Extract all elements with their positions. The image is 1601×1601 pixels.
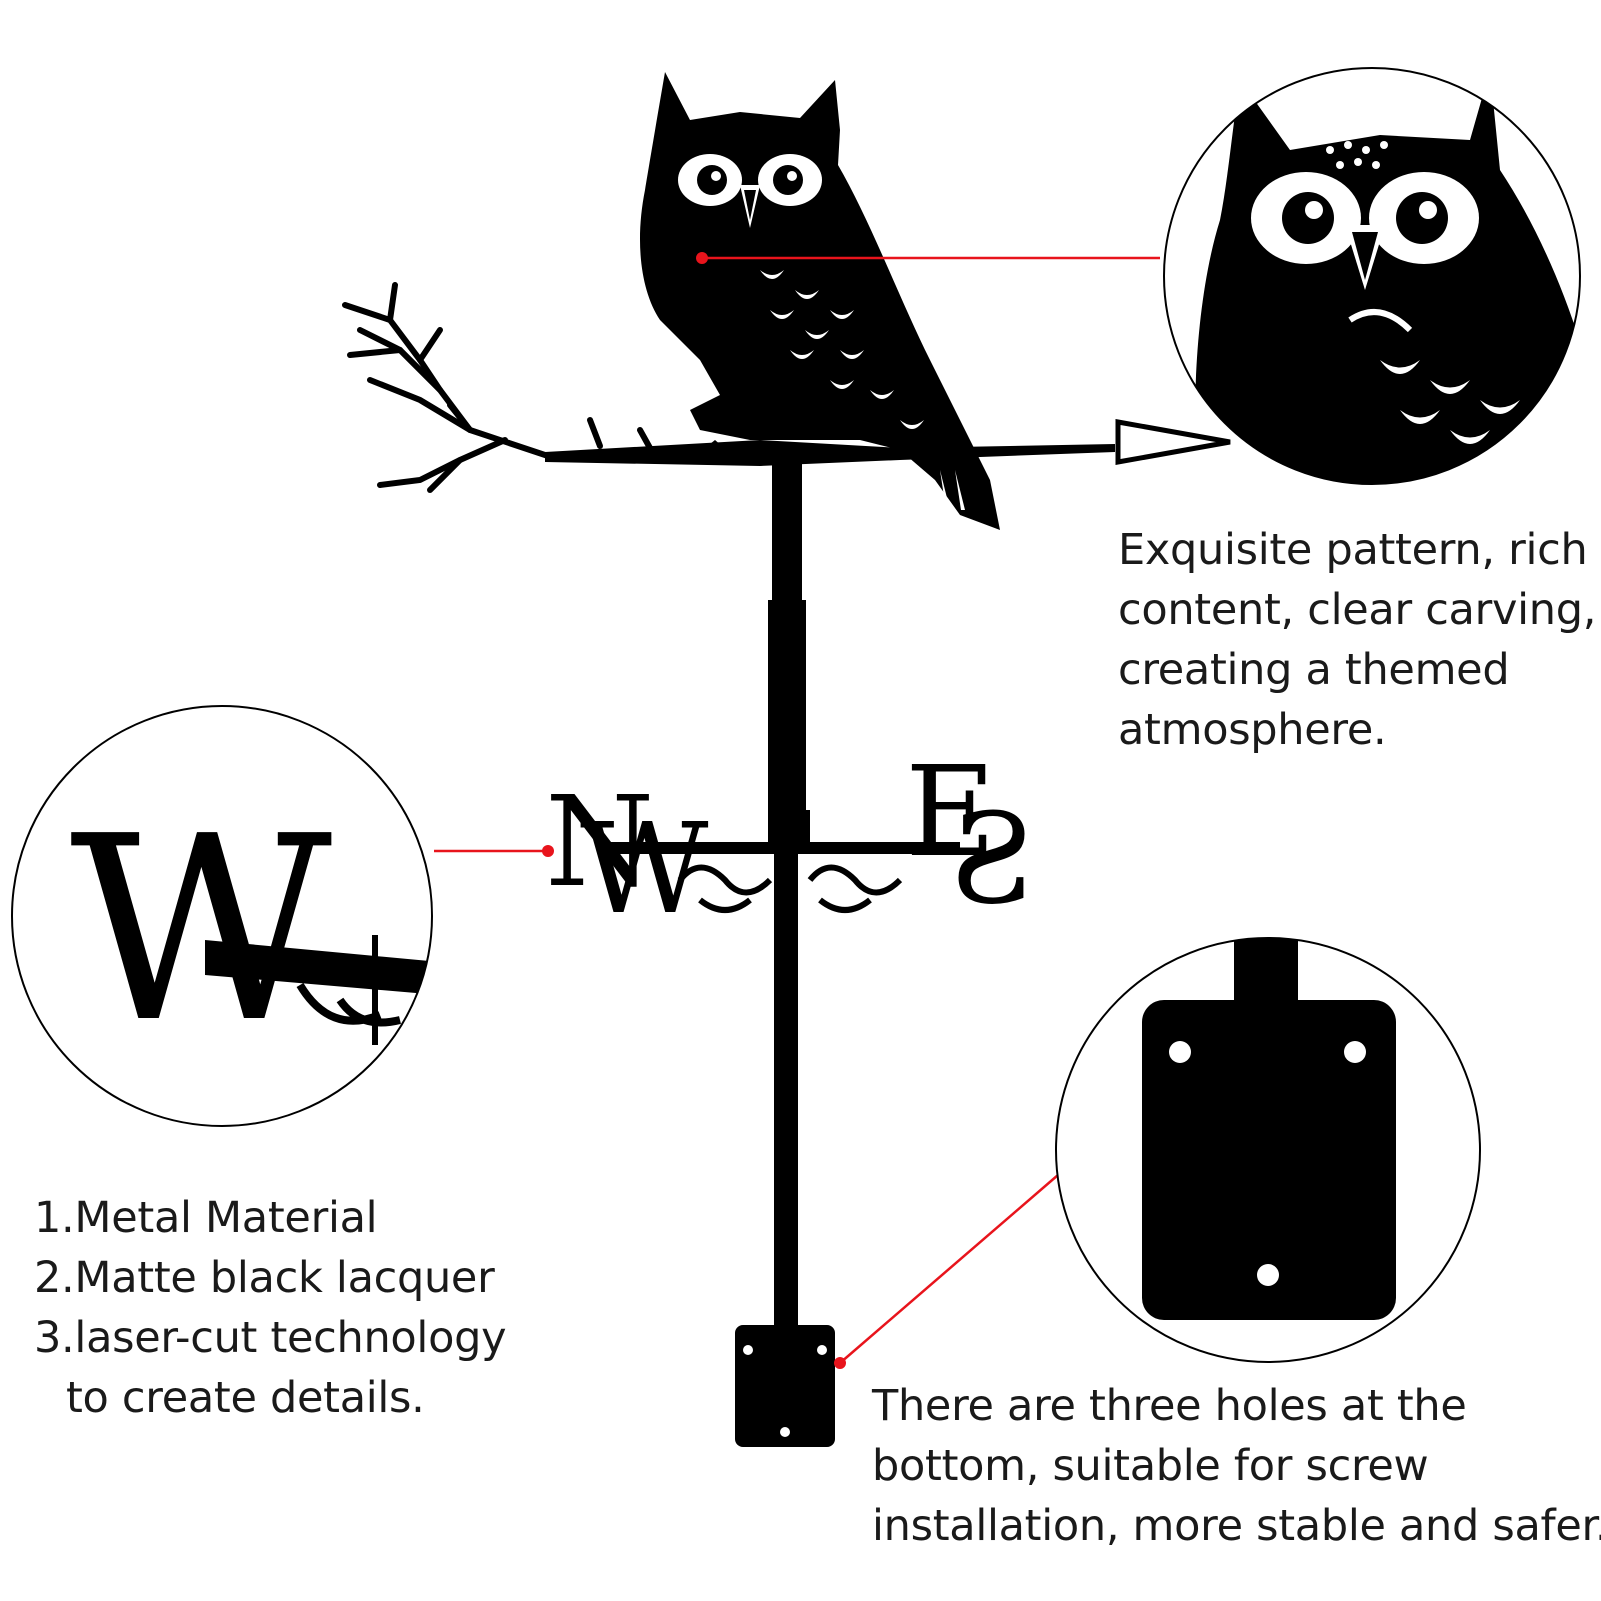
compass-letter-south: S [949,787,1035,932]
zoom-circle-letter: W [11,705,433,1127]
caption-material-features: 1.Metal Material 2.Matte black lacquer 3… [34,1188,507,1428]
caption-line: to create details. [66,1373,425,1423]
screw-hole-icon [1257,1264,1279,1286]
compass-arms [610,810,960,913]
zoom-arm-detail-icon [205,940,432,995]
mounting-plate-icon [735,1325,835,1447]
callout-dot-letter [542,845,554,857]
compass-letter-north: N [545,770,654,915]
caption-line: 1.Metal Material [34,1193,378,1243]
caption-line: bottom, suitable for screw [872,1441,1429,1491]
caption-mounting-plate: There are three holes at the bottom, sui… [872,1376,1601,1556]
caption-line: installation, more stable and safer. [872,1501,1601,1551]
pole-sleeve [768,600,806,815]
caption-line: Exquisite pattern, rich [1118,525,1588,575]
caption-line: 2.Matte black lacquer [34,1253,495,1303]
screw-hole-icon [780,1427,790,1437]
pole-upper [772,455,802,615]
pole-lower [774,815,798,1325]
screw-hole-icon [1344,1041,1366,1063]
compass-letter-east: E [905,740,996,885]
callout-dot-plate [834,1357,846,1369]
screw-hole-icon [1169,1041,1191,1063]
caption-owl-detail: Exquisite pattern, rich content, clear c… [1118,520,1596,760]
callout-lines [434,252,1160,1369]
arrow-pointer-icon [1115,419,1231,465]
weathervane: N W E S [342,72,1231,1447]
caption-line: content, clear carving, [1118,585,1597,635]
owl-face-detail-icon [1195,70,1580,484]
caption-line: 3.laser-cut technology [34,1313,507,1363]
callout-line-plate [839,1174,1059,1364]
caption-line: creating a themed [1118,645,1510,695]
zoom-circle-owl [1163,67,1581,485]
zoom-mounting-plate-icon [1142,1000,1396,1320]
owl-silhouette-icon [640,72,1000,530]
caption-line: atmosphere. [1118,705,1387,755]
screw-hole-icon [743,1345,753,1355]
compass-letters-icon: N W E S [545,740,1035,942]
branch-icon [342,282,1115,493]
callout-dot-owl [696,252,708,264]
compass-letter-west: W [580,797,709,942]
zoom-circle-plate [1055,937,1481,1363]
caption-line: There are three holes at the [872,1381,1467,1431]
zoom-letter-w: W [70,782,332,1079]
screw-hole-icon [817,1345,827,1355]
